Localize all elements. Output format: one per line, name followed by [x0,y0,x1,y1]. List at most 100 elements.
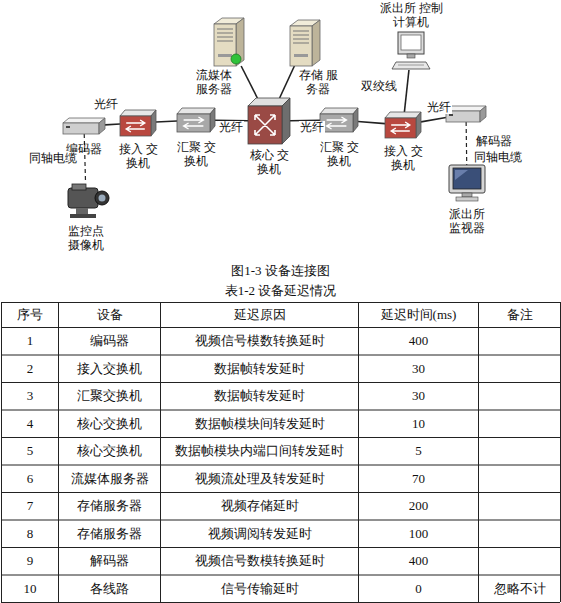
server-icon [290,20,320,66]
device-node: 编码器 [63,118,105,134]
table-title: 表1-2 设备延迟情况 [0,282,561,300]
table-cell: 接入交换机 [59,355,160,383]
table-cell: 汇聚交换机 [59,382,160,410]
table-cell: 视频调阅转发延时 [161,520,358,548]
table-cell: 忽略不计 [479,575,560,603]
table-cell: 30 [359,355,478,383]
device-node: 监控点 摄像机 [62,180,110,220]
device-label: 接入 交换机 [118,142,158,170]
device-node: 存储 服务器 [290,20,320,66]
device-node: 汇聚 交换机 [320,108,358,132]
device-node: 核心 交换机 [248,98,290,144]
table-cell: 6 [2,465,58,493]
cable-line [358,121,385,123]
cable-line [241,66,257,98]
device-label: 汇聚 交换机 [319,140,359,168]
figure-caption: 图1-3 设备连接图 [0,262,561,280]
table-cell: 视频存储延时 [161,492,358,520]
cable-label: 光纤 [218,121,244,134]
table-rule [1,302,560,303]
device-node: 派出所 监视器 [448,165,486,201]
table-header: 延迟原因 [161,302,358,327]
table-rule [1,465,560,466]
cable-line [280,66,295,98]
table-cell: 100 [359,520,478,548]
table-cell: 1 [2,327,58,355]
access-icon [385,112,421,138]
table-rule [1,327,560,328]
table-cell: 70 [359,465,478,493]
table-cell: 9 [2,547,58,575]
table-rule [1,547,560,548]
table-cell: 3 [2,382,58,410]
table-header: 设备 [59,302,160,327]
table-cell: 7 [2,492,58,520]
table-cell: 视频信号数模转换延时 [161,547,358,575]
cable-line [156,121,177,122]
table-cell: 5 [2,437,58,465]
table-cell: 400 [359,547,478,575]
table-cell: 核心交换机 [59,437,160,465]
device-label: 核心 交换机 [249,148,289,176]
agg-icon [177,108,215,132]
table-cell: 存储服务器 [59,492,160,520]
device-node: 接入 交换机 [385,112,421,138]
table-rule [478,302,479,602]
cable-label: 光纤 [299,121,325,134]
table-cell: 各线路 [59,575,160,603]
core-icon [248,98,290,144]
table-cell: 8 [2,520,58,548]
agg-icon [320,108,358,132]
table-cell: 编码器 [59,327,160,355]
device-node: 流媒体 服务器 [214,18,244,66]
table-header: 备注 [479,302,560,327]
device-label: 派出所 监视器 [447,207,487,235]
table-cell: 4 [2,410,58,438]
table-cell: 10 [359,410,478,438]
monitor-icon [448,165,486,201]
table-cell: 数据帧转发延时 [161,355,358,383]
device-label: 接入 交换机 [383,144,423,172]
table-cell: 数据帧转发延时 [161,382,358,410]
device-label: 流媒体 服务器 [194,68,234,96]
table-cell: 视频信号模数转换延时 [161,327,358,355]
table-cell: 数据帧模块内端口间转发延时 [161,437,358,465]
camera-icon [62,180,110,220]
table-rule [358,302,359,602]
cable-line [105,123,120,125]
cable-line [404,70,409,112]
table-rule [1,437,560,438]
table-cell: 30 [359,382,478,410]
cable-label: 同轴电缆 [28,152,78,165]
cable-label: 双绞线 [360,80,398,93]
access-icon [120,110,156,136]
cable-label: 光纤 [93,98,119,111]
cable-label: 光纤 [426,101,452,114]
device-node: 派出所 控制计算机 [392,32,430,70]
table-header: 延迟时间(ms) [359,302,478,327]
device-label: 派出所 控制计算机 [379,1,443,29]
table-cell: 解码器 [59,547,160,575]
table-cell: 200 [359,492,478,520]
cable-label: 同轴电缆 [473,151,523,164]
table-cell: 2 [2,355,58,383]
table-rule [560,302,561,602]
pc-icon [392,32,430,70]
table-cell: 10 [2,575,58,603]
device-node: 解码器 [446,106,486,122]
table-cell: 400 [359,327,478,355]
table-cell: 流媒体服务器 [59,465,160,493]
table-cell: 5 [359,437,478,465]
table-cell: 信号传输延时 [161,575,358,603]
cable-line [84,134,85,180]
server-icon [214,18,244,66]
device-label: 存储 服务器 [298,68,338,96]
table-cell: 数据帧模块间转发延时 [161,410,358,438]
cable-line [466,122,468,165]
table-rule [1,520,560,521]
table-rule [1,382,560,383]
table-rule [1,355,560,356]
device-label: 解码器 [472,134,516,148]
table-rule [1,410,560,411]
table-cell: 0 [359,575,478,603]
